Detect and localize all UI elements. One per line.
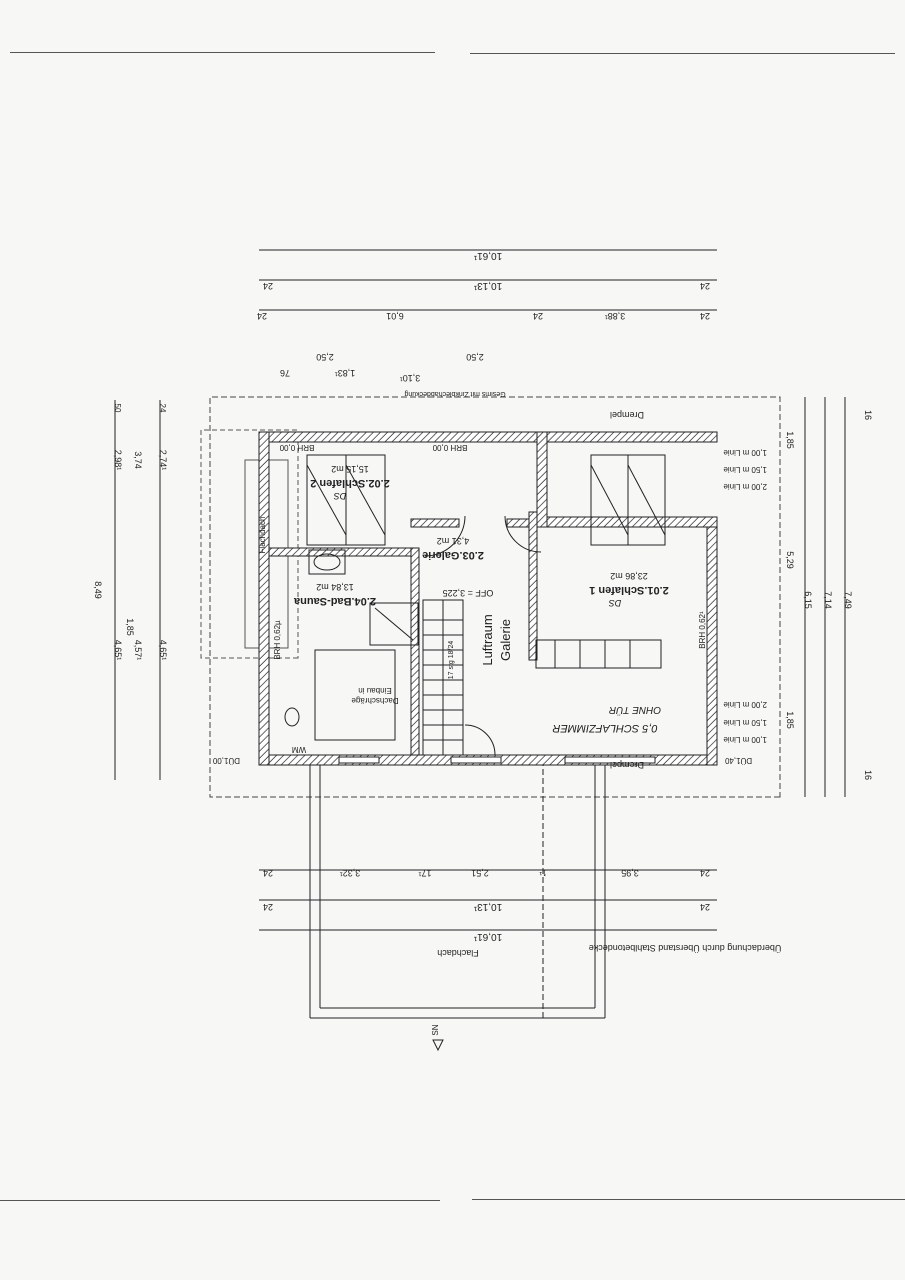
flachdach-side-label: Flachdach <box>258 517 267 554</box>
north-arrow-icon <box>432 1039 444 1052</box>
stair-label: 17 stg 18/24 <box>448 641 455 680</box>
gesims-label: Gesims mit Zinkblechabdeckung <box>404 390 505 397</box>
dim-right-24: 24 <box>158 404 167 413</box>
room-2-01-name: 2.01.Schlafen 1 <box>589 584 669 596</box>
flachdach-bottom-label: Flachdach <box>437 948 479 958</box>
linie-150a: 1,50 m Linie <box>723 465 767 474</box>
north-arrow-label: SN <box>431 1024 440 1035</box>
brh-000a-label: BRH 0,00 <box>432 443 467 452</box>
dim-left-185a: 1,85 <box>785 711 795 729</box>
dim-left-185b: 1,85 <box>785 431 795 449</box>
off-label: OFF = 3,225 <box>443 588 494 598</box>
room-2-04-area: 13,84 m2 <box>316 582 354 592</box>
dim-left-714: 7,14 <box>823 591 833 609</box>
dim-top-mid: 10,13¹ <box>473 280 502 291</box>
linie-100a: 1,00 m Linie <box>723 448 767 457</box>
scan-edge-top-right <box>470 53 895 54</box>
dim-window-310: 3,10¹ <box>400 373 421 383</box>
dim-right-465b: 4,65¹ <box>113 640 123 661</box>
brh-000b-label: BRH 0,00 <box>279 443 314 452</box>
dim-top-r3-388: 3,88¹ <box>605 311 626 321</box>
handwritten-note-1: 0,5 SCHLAFZIMMER <box>552 722 657 734</box>
dim-right-185: 1,85 <box>125 618 135 636</box>
bed-schlafen-2 <box>306 454 386 546</box>
handwritten-note-2: OHNE TÜR <box>609 704 661 716</box>
scan-edge-bottom-left <box>0 1200 440 1201</box>
dim-window-76: 76 <box>280 368 290 378</box>
dim-top-r3-24a: 24 <box>700 311 710 321</box>
dim-top-24a: 24 <box>700 281 710 291</box>
room-2-03-name: 2.03.Galerie <box>422 549 484 561</box>
dim-right-465a: 4,65¹ <box>158 640 168 661</box>
dim-bottom-251: 2,51 <box>471 868 489 878</box>
dim-bottom2-24b: 24 <box>263 902 273 912</box>
wardrobe <box>535 639 662 669</box>
dim-bottom2-24a: 24 <box>700 902 710 912</box>
dim-bottom-24a: 24 <box>700 868 710 878</box>
dim-window-183: 1,83¹ <box>335 368 356 378</box>
interior-walls <box>268 511 538 756</box>
roof-overhang-outline <box>209 396 781 798</box>
dim-left-749: 7,49 <box>843 591 853 609</box>
du-100-label: DÜ1,00 <box>212 756 240 765</box>
dim-bottom-395: 3,95 <box>621 868 639 878</box>
room-2-01-area: 23,86 m2 <box>610 571 648 581</box>
dimension-chains <box>114 249 846 931</box>
linie-200b: 2,00 m Linie <box>723 700 767 709</box>
dim-bottom3-total: 10,61¹ <box>473 931 502 942</box>
dim-left-16b: 16 <box>863 410 873 420</box>
einbau-label-2: Dachschräge <box>351 696 399 705</box>
bed-schlafen-1 <box>590 454 666 546</box>
dim-top-r3-24b: 24 <box>533 311 543 321</box>
room-2-04-name: 2.04.Bad-Sauna <box>293 595 376 607</box>
dim-right-849: 8,49 <box>93 581 103 599</box>
dim-window-250b: 2,50 <box>316 352 334 362</box>
linie-150b: 1,50 m Linie <box>723 718 767 727</box>
dim-right-274: 2,74¹ <box>158 450 168 471</box>
linie-100b: 1,00 m Linie <box>723 735 767 744</box>
flat-roof-side <box>200 429 299 659</box>
dim-right-457: 4,57¹ <box>133 640 143 661</box>
dim-top-r3-601: 6,01 <box>386 311 404 321</box>
dim-bottom-332: 3,32¹ <box>340 868 361 878</box>
windows-top <box>338 756 656 764</box>
dim-total-top: 10,61¹ <box>473 250 502 261</box>
einbau-label-1: Einbau in <box>358 686 391 695</box>
dim-bottom-17: 17¹ <box>418 868 431 878</box>
dim-bottom-24b: 24 <box>263 868 273 878</box>
room-2-02-name: 2.02.Schlafen 2 <box>310 477 390 489</box>
dim-bottom-1: 1¹ <box>539 868 546 877</box>
room-2-02-tag: DS <box>334 491 347 501</box>
dim-top-r3-24c: 24 <box>257 311 267 321</box>
scan-edge-bottom-right <box>472 1199 905 1200</box>
dim-bottom2-1013: 10,13¹ <box>473 901 502 912</box>
drempel-bottom-label: Drempel <box>610 760 644 770</box>
galerie-label: Galerie <box>498 619 513 661</box>
dim-top-24b: 24 <box>263 281 273 291</box>
room-2-02-area: 15,15 m2 <box>331 464 369 474</box>
drempel-top-label: Drempel <box>610 410 644 420</box>
dim-right-374: 3,74 <box>133 451 143 469</box>
dim-right-298: 2,98¹ <box>113 450 123 471</box>
doors <box>424 515 542 756</box>
scan-edge-top-left <box>10 52 435 53</box>
dim-left-16a: 16 <box>863 770 873 780</box>
room-2-03-area: 4,31 m2 <box>437 536 470 546</box>
dim-left-529: 5,29 <box>785 551 795 569</box>
brh-062b-label: BRH 0,62µ <box>273 620 282 660</box>
du-140-label: DÜ1,40 <box>724 756 752 765</box>
wm-label: WM <box>292 745 307 754</box>
dim-left-615: 6,15 <box>803 591 813 609</box>
dim-right-50: 50 <box>113 404 122 413</box>
brh-062-label: BRH 0,62¹ <box>698 611 707 649</box>
room-2-01-tag: DS <box>609 598 622 608</box>
canopy-outline <box>309 760 606 1019</box>
linie-200a: 2,00 m Linie <box>723 482 767 491</box>
uberdachung-label: Überdachung durch Überstand Stahlbetonde… <box>589 943 782 953</box>
bathroom-fixtures <box>284 549 419 741</box>
staircase <box>422 599 464 756</box>
luftraum-label: Luftraum <box>480 614 495 665</box>
dim-window-250a: 2,50 <box>466 352 484 362</box>
